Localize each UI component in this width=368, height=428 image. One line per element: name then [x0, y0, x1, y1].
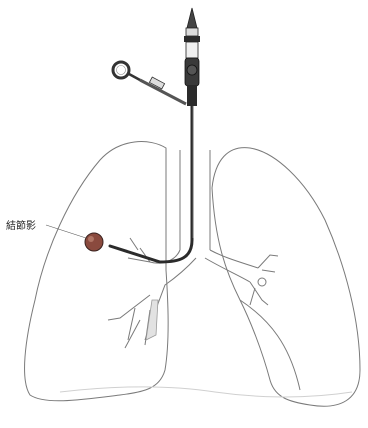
left-bronchus — [205, 250, 258, 282]
nodule-label: 結節影 — [6, 219, 36, 232]
left-bronchial-branches — [250, 255, 278, 305]
left-bronchus-ring — [258, 278, 266, 286]
scope-tip-icon — [187, 8, 197, 28]
right-lung-outline — [25, 142, 169, 401]
eyepiece-body — [186, 42, 198, 58]
lower-lobe-shade — [146, 300, 158, 340]
annotation-leader-line — [46, 225, 86, 238]
right-bronchial-branch-lower — [108, 295, 150, 348]
diaphragm-line — [60, 387, 352, 397]
handle-ring-inner — [117, 66, 126, 75]
control-neck — [187, 86, 197, 106]
left-lung-outline — [212, 148, 360, 407]
cardiac-notch — [240, 300, 300, 390]
channel-segment — [129, 74, 140, 80]
nodule-lesion — [85, 233, 103, 251]
nodule-highlight — [88, 236, 94, 242]
eyepiece-ring — [184, 36, 200, 42]
control-knob-icon — [187, 65, 197, 75]
eyepiece-upper — [186, 28, 198, 36]
